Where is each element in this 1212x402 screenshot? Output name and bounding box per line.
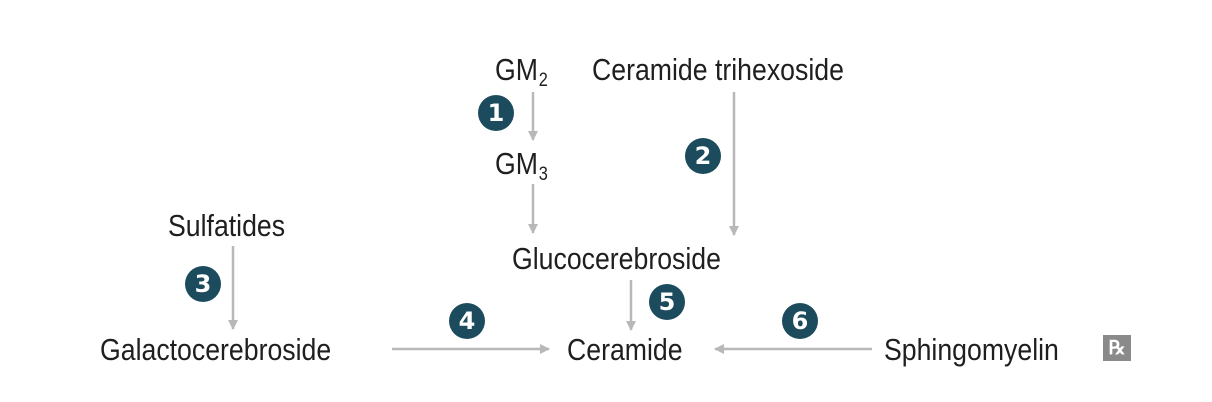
step-badge-4: 4 xyxy=(449,303,485,339)
step-badge-1: 1 xyxy=(478,95,514,131)
step-badge-3: 3 xyxy=(185,266,221,302)
node-gm3-name: GM xyxy=(495,146,538,181)
node-galactocerebroside: Galactocerebroside xyxy=(100,332,332,367)
rx-icon: ℞ xyxy=(1103,335,1131,361)
node-gm3-subscript: 3 xyxy=(538,164,548,185)
node-ceramide: Ceramide xyxy=(567,332,683,367)
step-badge-2: 2 xyxy=(685,138,721,174)
node-sulfatides: Sulfatides xyxy=(168,208,286,243)
step-badge-6: 6 xyxy=(782,303,818,339)
node-gm3: GM3 xyxy=(495,146,548,184)
node-gm2-name: GM xyxy=(495,52,538,87)
node-gm2: GM2 xyxy=(495,52,548,90)
step-badge-5: 5 xyxy=(649,284,685,320)
node-glucocerebroside: Glucocerebroside xyxy=(512,241,721,276)
node-sphingomyelin: Sphingomyelin xyxy=(884,332,1059,367)
node-ceramide-trihexoside: Ceramide trihexoside xyxy=(592,52,844,87)
node-gm2-subscript: 2 xyxy=(538,70,548,91)
